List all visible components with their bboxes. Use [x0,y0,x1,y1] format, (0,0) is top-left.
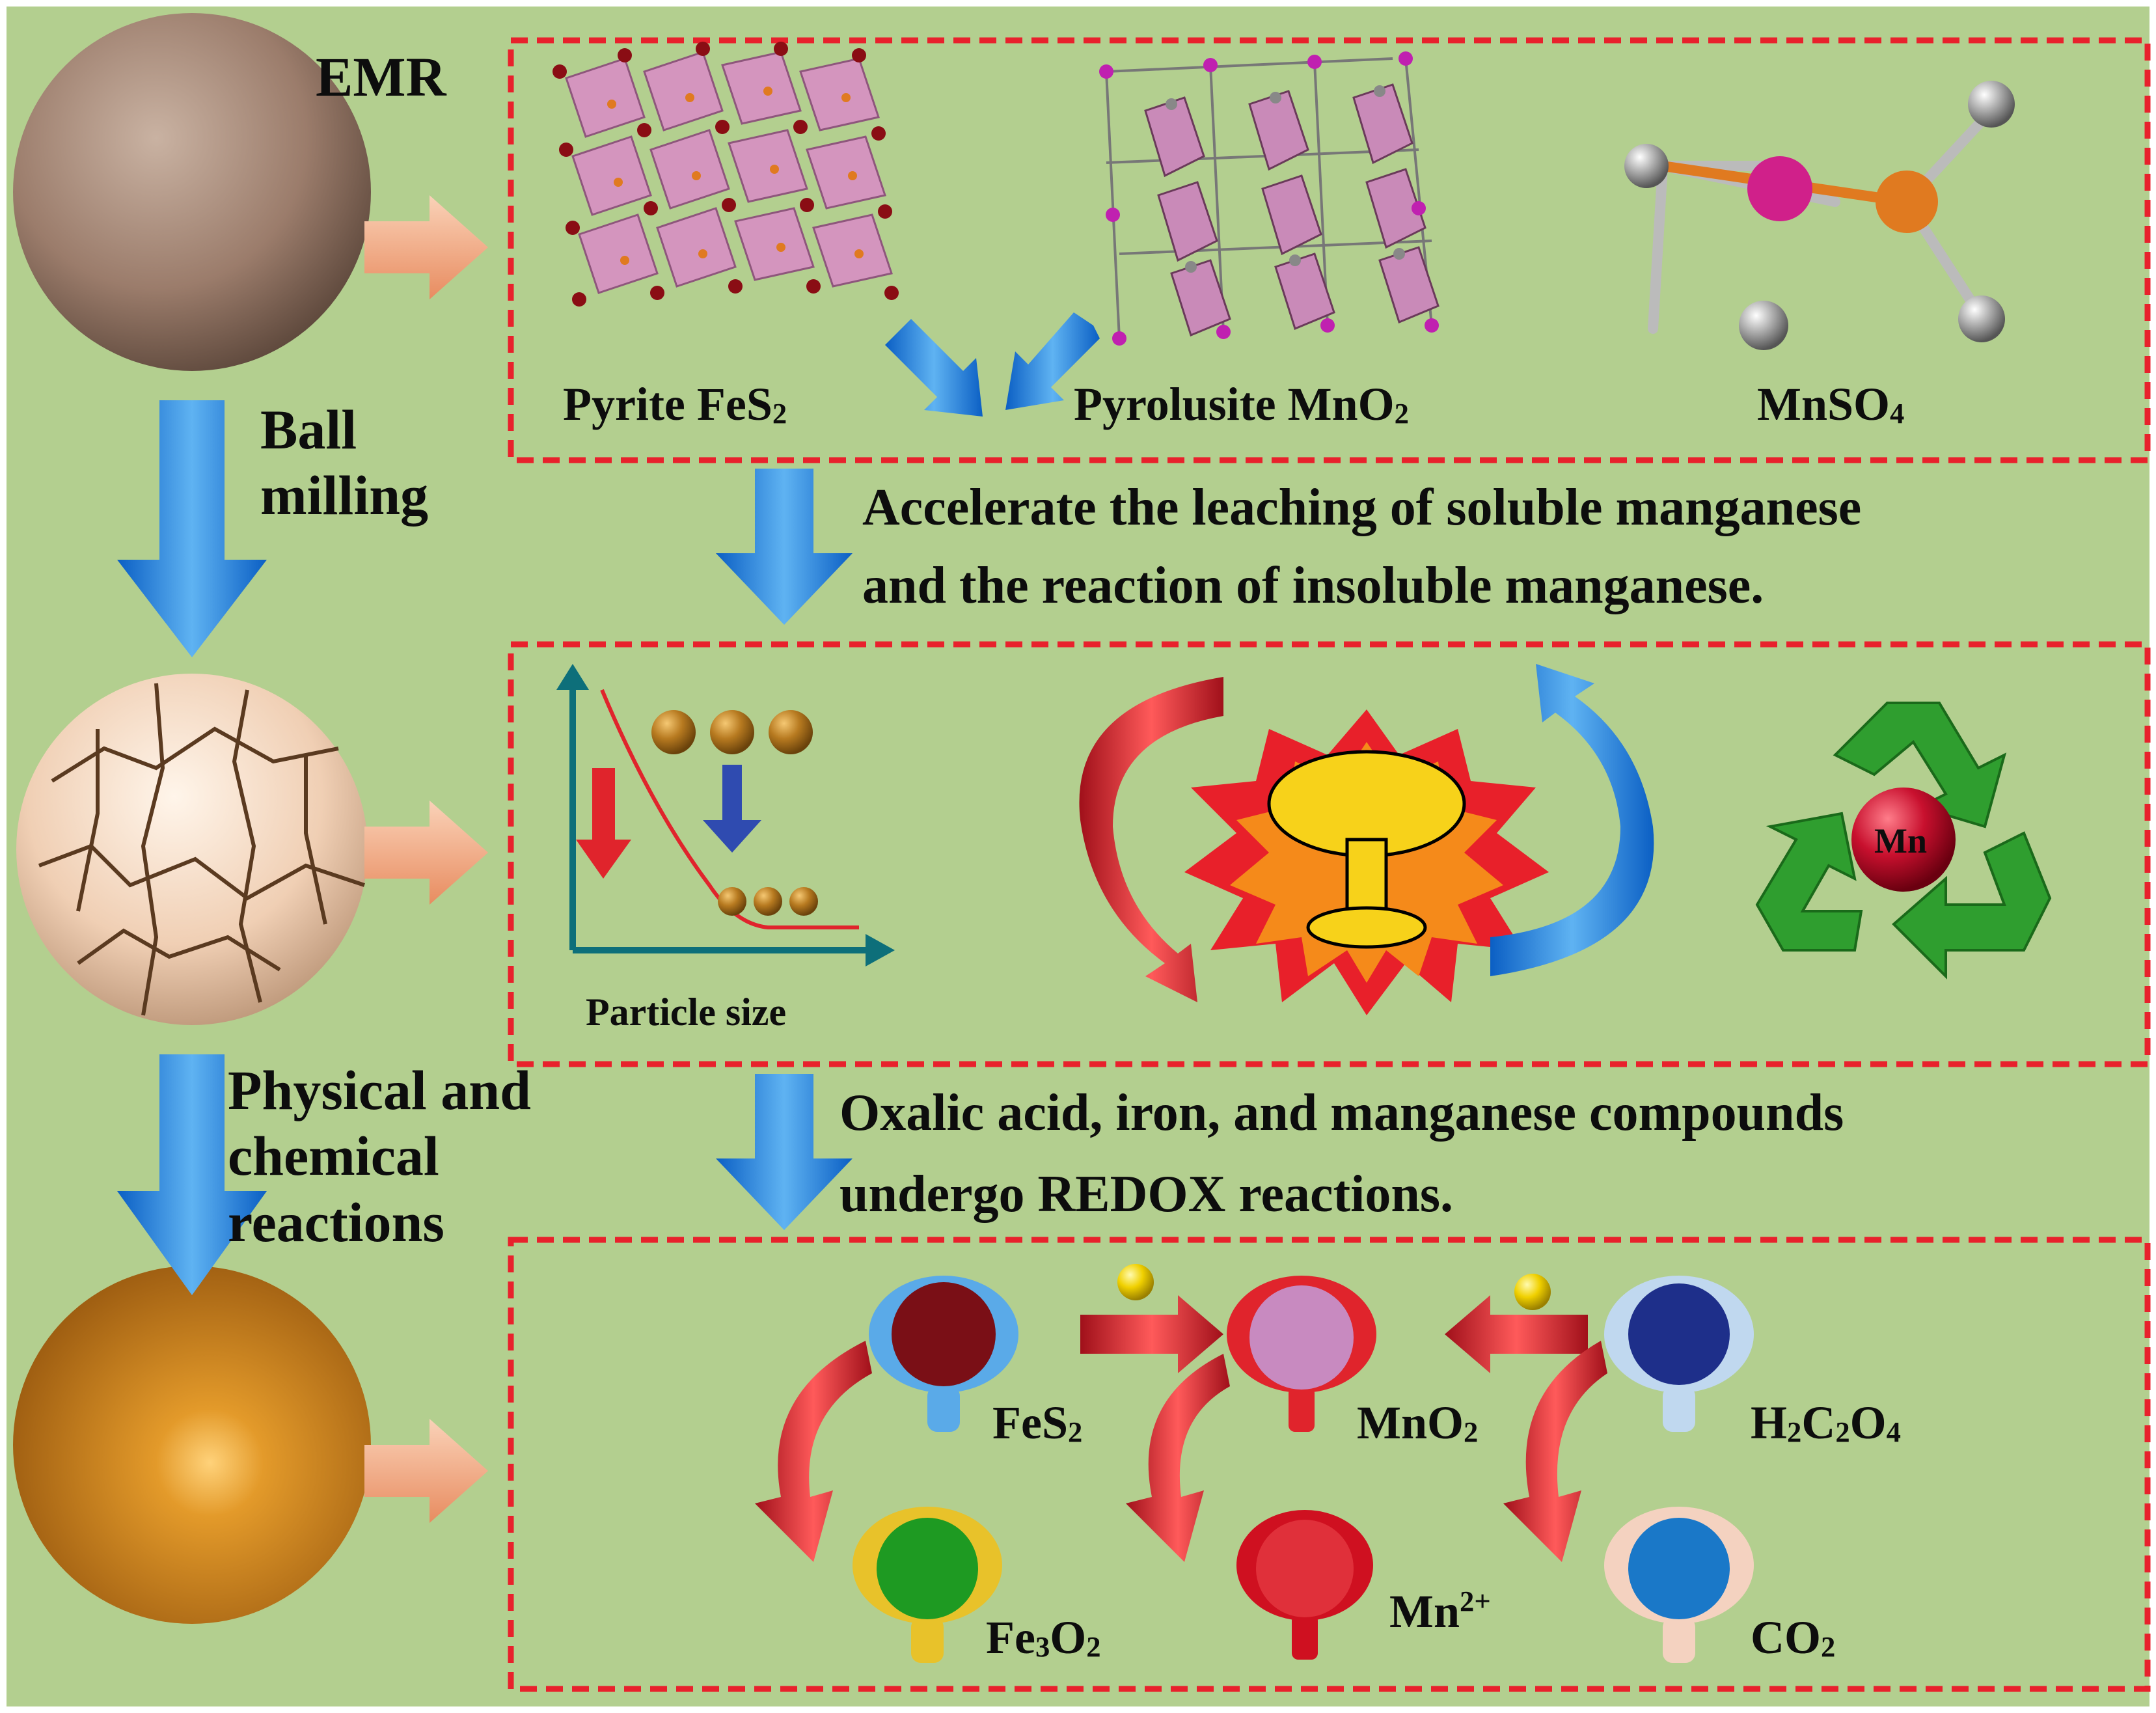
particle-size-graph [556,664,895,966]
curved-arrow-h2c2o4 [1503,1341,1607,1562]
particle-size-label: Particle size [586,991,787,1034]
fe3o2-label: Fe3O2 [986,1611,1101,1664]
mno2-subscript: 2 [1464,1416,1479,1449]
arrow-fes2-to-mno2 [1080,1295,1223,1373]
pyrite-text: Pyrite FeS [563,378,772,430]
fes2-text: FeS [992,1397,1068,1449]
box-mechanism [508,641,2151,1067]
fes2-molecule-icon [869,1276,1018,1432]
co2-label: CO2 [1751,1611,1836,1664]
crack-lines [38,683,365,1016]
mno2-text: MnO [1357,1397,1464,1449]
h2c2o4-label: H2C2O4 [1751,1397,1901,1449]
mn2-label: Mn2+ [1389,1585,1491,1638]
pyrite-subscript: 2 [772,397,787,430]
curved-arrow-fes2 [755,1341,872,1562]
fe3o2-molecule-icon [853,1507,1002,1663]
pyrolusite-label: Pyrolusite MnO2 [1074,381,1409,428]
arrow-h2c2o4-to-mno2 [1445,1295,1588,1373]
mnso4-molecule-icon [1624,81,2015,350]
h2c2o4-molecule-icon [1604,1276,1754,1432]
fe3o2-sub1: 3 [1035,1630,1050,1664]
mn2-molecule-icon [1236,1510,1373,1660]
arrow-ball-milling [117,400,267,657]
accelerate-line2: and the reaction of insoluble manganese. [862,557,1764,614]
mnso4-label: MnSO4 [1757,381,1904,428]
ball-milling-line2: milling [260,464,429,527]
arrow-to-redox [364,1419,488,1523]
h2c2o4-sub3: 4 [1886,1416,1901,1449]
pyrolusite-text: Pyrolusite MnO [1074,378,1395,430]
box-composition [508,37,2151,463]
mno2-molecule-icon [1227,1276,1376,1432]
oxalic-line1: Oxalic acid, iron, and manganese compoun… [839,1084,1844,1142]
physchem-label: Physical and chemical reactions [228,1058,531,1255]
arrow-accelerate [716,469,853,625]
product-sphere [13,1266,371,1624]
mn2-text: Mn [1389,1585,1460,1638]
h2c2o4-h: H [1751,1397,1788,1449]
physchem-line2: chemical [228,1125,439,1188]
fe3o2-fe: Fe [986,1611,1035,1664]
recycle-mn-label: Mn [1874,821,1927,860]
arrow-to-composition [364,195,488,299]
h2c2o4-c: C [1801,1397,1836,1449]
arrow-oxalic [716,1074,853,1230]
pyrite-label: Pyrite FeS2 [563,381,787,428]
blue-curved-arrow [1490,664,1654,976]
fes2-label: FeS2 [992,1397,1083,1449]
arrow-to-mechanism [364,801,488,905]
pyrite-crystal-icon [553,42,899,307]
recycle-icon [1755,702,2052,980]
physchem-line3: reactions [228,1190,444,1254]
red-curved-arrow [1079,677,1223,1002]
h2c2o4-sub1: 2 [1787,1416,1802,1449]
fe3o2-sub2: 2 [1086,1630,1101,1664]
mno2-label: MnO2 [1357,1397,1479,1449]
mn2-superscript: 2+ [1460,1585,1491,1618]
co2-subscript: 2 [1821,1630,1836,1664]
electron-ball-icon [1117,1264,1154,1300]
mn-ball-icon [1851,788,1956,892]
arrow-diag-left [885,319,983,417]
ball-milling-label: Ball milling [260,397,428,529]
pyrolusite-subscript: 2 [1394,397,1409,430]
physchem-line1: Physical and [228,1059,531,1121]
arrow-physchem [117,1054,267,1295]
fes2-subscript: 2 [1067,1416,1083,1449]
pyrolusite-crystal-icon [1099,51,1440,346]
emr-sphere [13,13,371,371]
h2c2o4-o: O [1849,1397,1887,1449]
mnso4-subscript: 4 [1890,397,1905,430]
co2-text: CO [1751,1611,1821,1664]
arrow-diag-right [1005,312,1100,410]
curved-arrow-mno2 [1126,1354,1230,1562]
milled-sphere [16,674,368,1025]
box-redox [508,1237,2151,1692]
accelerate-line1: Accelerate the leaching of soluble manga… [862,479,1862,536]
oxalic-line2: undergo REDOX reactions. [839,1166,1453,1223]
h2c2o4-sub2: 2 [1835,1416,1850,1449]
ball-milling-line1: Ball [260,398,357,461]
fe3o2-o: O [1050,1611,1087,1664]
reaction-explosion-icon [1184,709,1549,1015]
mnso4-text: MnSO [1757,378,1890,430]
co2-molecule-icon [1604,1507,1754,1663]
electron-ball-icon [1514,1274,1551,1310]
emr-label: EMR [316,46,446,108]
